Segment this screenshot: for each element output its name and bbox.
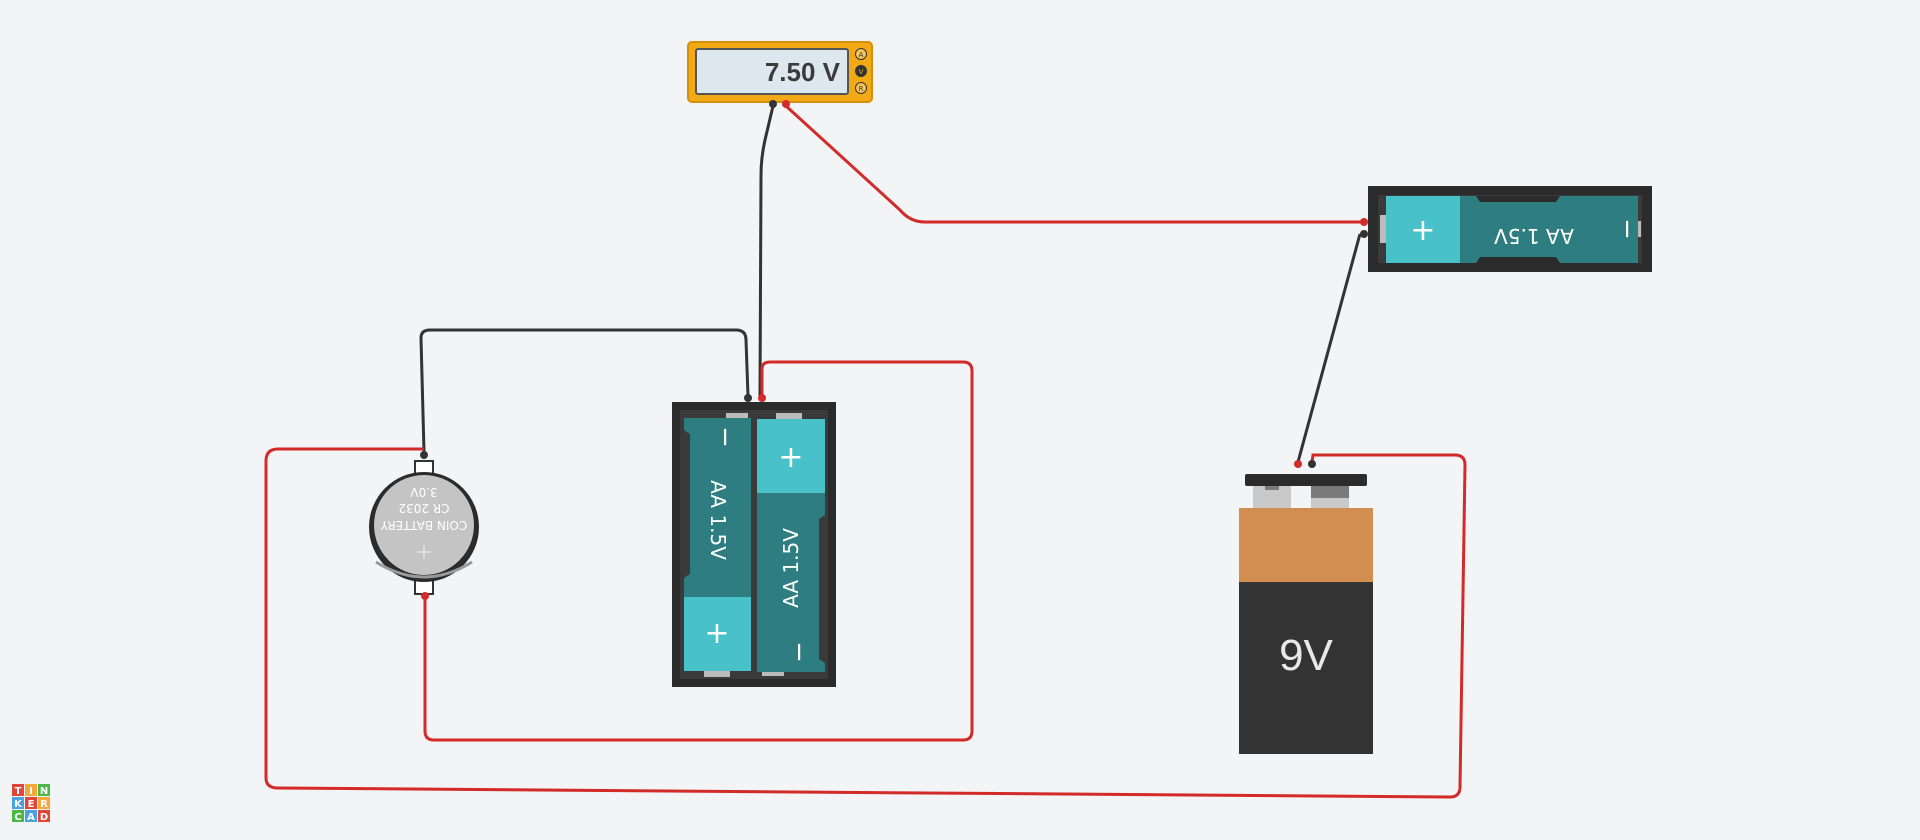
- logo-tile-i: [25, 784, 37, 796]
- logo-letter: R: [40, 799, 48, 810]
- logo-letter: D: [40, 812, 48, 823]
- wires: [264, 104, 1467, 799]
- aa-double-left-terminal[interactable]: [744, 394, 752, 402]
- logo-letter: C: [14, 812, 21, 823]
- wire-red-holder-to-coin[interactable]: [423, 360, 974, 742]
- multimeter-mode-a-button[interactable]: A: [855, 48, 867, 60]
- nine-volt-positive-terminal[interactable]: [1308, 460, 1316, 468]
- aa-single-positive-terminal[interactable]: [1360, 218, 1368, 226]
- logo-tile-n: [38, 784, 50, 796]
- coin-battery-top-terminal[interactable]: [420, 451, 428, 459]
- logo-letter: A: [27, 812, 35, 823]
- aa-double-cell2-plus: +: [778, 440, 803, 475]
- coin-battery-plus: +: [415, 540, 433, 565]
- logo-tile-c: [12, 810, 24, 822]
- aa-single-plus-label: +: [1410, 213, 1435, 248]
- logo-letter: T: [15, 786, 22, 797]
- coin-battery[interactable]: COIN BATTERY CR 2032 3.0V +: [369, 451, 479, 600]
- logo-letter: I: [29, 786, 33, 797]
- multimeter-mode-v-button[interactable]: V: [855, 65, 867, 77]
- logo-tile-a: [25, 810, 37, 822]
- multimeter-reading: 7.50 V: [765, 57, 841, 87]
- svg-text:A: A: [859, 51, 864, 59]
- aa-battery-holder-double[interactable]: − AA 1.5V + + AA 1.5V −: [672, 394, 836, 687]
- aa-double-cell1-label: AA 1.5V: [706, 480, 730, 560]
- logo-tile-d: [38, 810, 50, 822]
- wire-black-aa-single-to-9v[interactable]: [1296, 233, 1362, 463]
- svg-text:R: R: [859, 85, 864, 93]
- wire-red-multimeter-to-aa-single[interactable]: [784, 104, 1365, 224]
- aa-single-negative-terminal[interactable]: [1360, 230, 1368, 238]
- nine-volt-label: 9V: [1279, 631, 1333, 680]
- aa-double-cell2-label: AA 1.5V: [779, 528, 803, 608]
- aa-double-right-terminal[interactable]: [758, 394, 766, 402]
- logo-letter: N: [40, 786, 48, 797]
- nine-volt-battery[interactable]: 9V: [1239, 460, 1373, 754]
- coin-battery-line1: COIN BATTERY: [380, 518, 467, 532]
- nine-volt-negative-terminal[interactable]: [1294, 460, 1302, 468]
- multimeter-com-terminal[interactable]: [769, 100, 777, 108]
- logo-letter: E: [28, 799, 35, 810]
- aa-double-cell1-plus: +: [704, 616, 729, 651]
- svg-text:V: V: [859, 68, 864, 76]
- logo-tile-e: [25, 797, 37, 809]
- multimeter-mode-r-button[interactable]: R: [855, 82, 867, 94]
- aa-double-cell2-minus: −: [784, 641, 814, 663]
- coin-battery-line3: 3.0V: [410, 485, 438, 499]
- coin-battery-bottom-terminal[interactable]: [421, 592, 429, 600]
- logo-letter: K: [14, 799, 23, 810]
- aa-single-minus-label: −: [1612, 218, 1642, 240]
- coin-battery-line2: CR 2032: [398, 501, 449, 515]
- multimeter-positive-terminal[interactable]: [782, 100, 790, 108]
- aa-battery-holder-single[interactable]: + AA 1.5V −: [1360, 186, 1652, 272]
- wire-black-multimeter-to-holder[interactable]: [758, 105, 775, 397]
- aa-double-cell1-minus: −: [710, 426, 740, 448]
- logo-tile-t: [12, 784, 24, 796]
- multimeter[interactable]: 7.50 V A V R: [687, 41, 873, 108]
- logo-tile-k: [12, 797, 24, 809]
- aa-single-cell-label: AA 1.5V: [1494, 224, 1574, 248]
- wire-red-coin-to-9v[interactable]: [264, 447, 1467, 799]
- logo-tile-r: [38, 797, 50, 809]
- wire-black-coin-to-holder[interactable]: [419, 328, 750, 453]
